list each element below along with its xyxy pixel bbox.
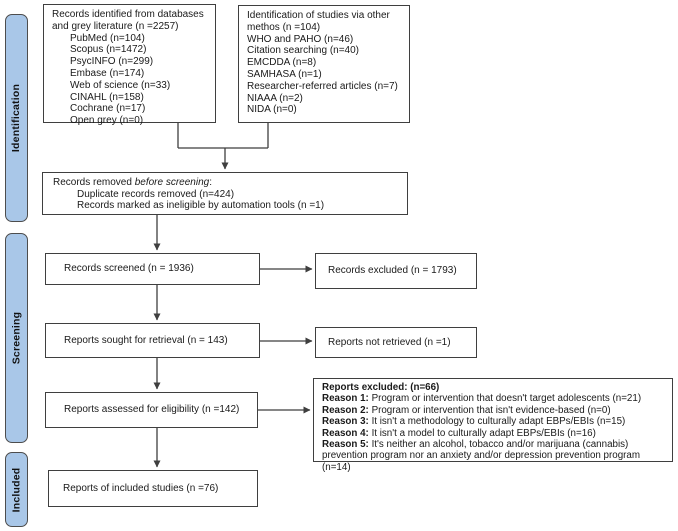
database-source: Open grey (n=0) <box>70 115 144 127</box>
box-identification-other-methods: Identification of studies via other meth… <box>238 5 410 123</box>
reason-label: Reason 2: <box>322 404 369 416</box>
box-other-methods-title: Identification of studies via other meth… <box>247 10 390 33</box>
box-databases-title: Records identified from databases and gr… <box>52 9 204 32</box>
database-source: Web of science (n=33) <box>70 79 171 91</box>
box-reports-excluded-reasons: Reports excluded: (n=66) Reason 1: Progr… <box>313 378 673 473</box>
exclusion-reason: Reason 5: It's neither an alcohol, tobac… <box>322 439 664 473</box>
reports-included-label: Reports of included studies (n =76) <box>63 482 219 494</box>
reports-assessed-label: Reports assessed for eligibility (n =142… <box>64 404 240 416</box>
removed-title-italic: before screening <box>134 177 210 188</box>
reason-text: Program or intervention that doesn't tar… <box>371 393 642 405</box>
reason-label: Reason 1: <box>322 393 369 405</box>
other-source: NIDA (n=0) <box>247 104 297 116</box>
reason-label: Reason 5: <box>322 439 369 451</box>
box-reports-not-retrieved: Reports not retrieved (n =1) <box>315 327 477 358</box>
records-screened-label: Records screened (n = 1936) <box>64 263 194 275</box>
removed-title-prefix: Records removed <box>53 177 135 188</box>
exclusion-reason: Reason 4: It isn't a model to culturally… <box>322 428 664 439</box>
reason-label: Reason 3: <box>322 416 369 428</box>
box-records-removed: Records removed before screening: Duplic… <box>42 172 408 215</box>
other-source: NIAAA (n=2) <box>247 92 303 104</box>
reason-text: It isn't a methodology to culturally ada… <box>371 416 626 428</box>
reason-text: It isn't a model to culturally adapt EBP… <box>371 427 596 439</box>
other-source: WHO and PAHO (n=46) <box>247 33 354 45</box>
box-removed-title: Records removed before screening: <box>53 177 397 189</box>
records-excluded-label: Records excluded (n = 1793) <box>328 265 457 277</box>
other-source: Citation searching (n=40) <box>247 45 360 57</box>
exclusion-reason: Reason 2: Program or intervention that i… <box>322 405 664 416</box>
removed-item: Duplicate records removed (n=424) <box>77 188 235 200</box>
box-records-identified-databases: Records identified from databases and gr… <box>43 4 216 126</box>
box-reports-sought: Reports sought for retrieval (n = 143) <box>45 323 260 358</box>
phase-included: Included <box>5 452 28 527</box>
box-records-excluded: Records excluded (n = 1793) <box>315 253 477 289</box>
reports-sought-label: Reports sought for retrieval (n = 143) <box>64 334 228 346</box>
reports-excluded-title: Reports excluded: (n=66) <box>322 382 440 393</box>
exclusion-reason: Reason 1: Program or intervention that d… <box>322 393 664 404</box>
reason-text: It's neither an alcohol, tobacco and/or … <box>322 439 641 473</box>
exclusion-reason: Reason 3: It isn't a methodology to cult… <box>322 416 664 427</box>
box-reports-included: Reports of included studies (n =76) <box>48 470 258 507</box>
phase-screening: Screening <box>5 233 28 443</box>
other-source: EMCDDA (n=8) <box>247 57 317 69</box>
database-source: CINAHL (n=158) <box>70 91 144 103</box>
database-source: PsycINFO (n=299) <box>70 56 154 68</box>
phase-identification-label: Identification <box>10 83 23 153</box>
other-source: Researcher-referred articles (n=7) <box>247 80 398 92</box>
database-source: Cochrane (n=17) <box>70 103 146 115</box>
database-source: PubMed (n=104) <box>70 32 145 44</box>
phase-screening-label: Screening <box>10 311 23 365</box>
box-reports-assessed: Reports assessed for eligibility (n =142… <box>45 392 258 428</box>
box-records-screened: Records screened (n = 1936) <box>45 253 260 285</box>
reason-text: Program or intervention that isn't evide… <box>371 404 611 416</box>
database-source: Scopus (n=1472) <box>70 44 147 56</box>
reports-not-retrieved-label: Reports not retrieved (n =1) <box>328 336 451 348</box>
phase-included-label: Included <box>10 467 23 512</box>
removed-item: Records marked as ineligible by automati… <box>77 200 325 212</box>
other-source: SAMHASA (n=1) <box>247 68 322 80</box>
reason-label: Reason 4: <box>322 427 369 439</box>
phase-identification: Identification <box>5 14 28 222</box>
database-source: Embase (n=174) <box>70 67 145 79</box>
removed-title-suffix: : <box>209 177 212 188</box>
